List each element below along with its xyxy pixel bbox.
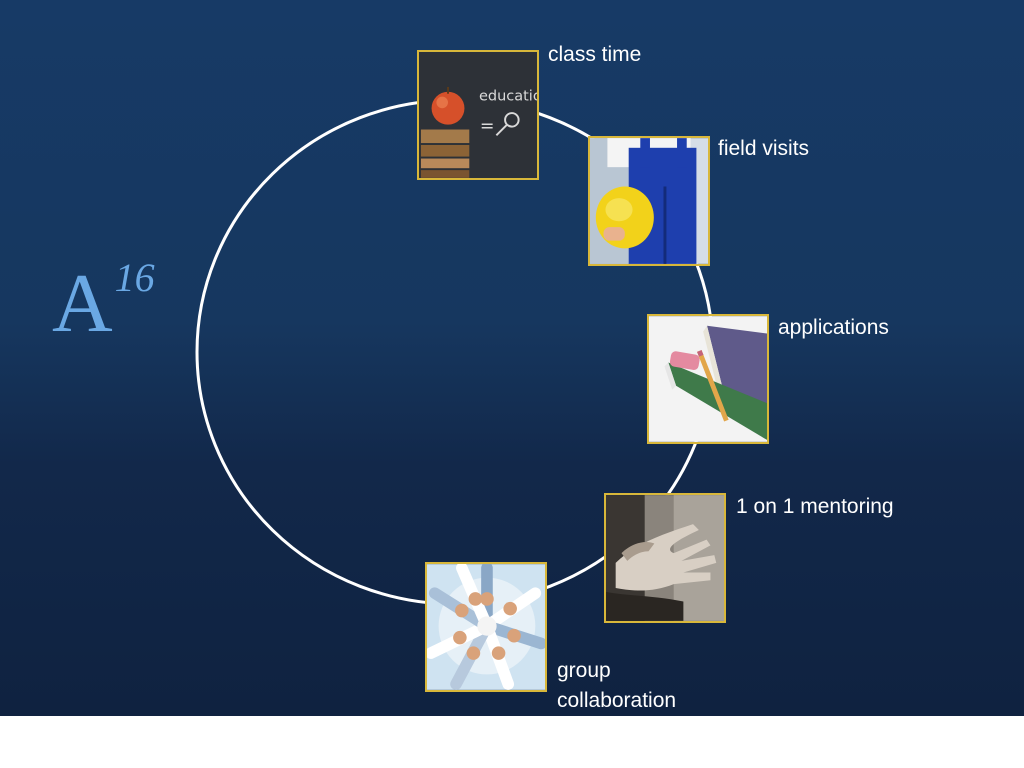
- field-visits-image: [588, 136, 710, 266]
- books-pencil-eraser-icon: [649, 316, 767, 442]
- logo-superscript: 16: [114, 255, 155, 300]
- group-collaboration-image: [425, 562, 547, 692]
- group-collaboration-label: group collaboration: [557, 659, 677, 712]
- a16-logo: A16: [52, 255, 155, 346]
- class-time-image: education =: [417, 50, 539, 180]
- team-hands-circle-icon: [427, 564, 545, 690]
- education-apple-books-icon: education =: [419, 52, 537, 178]
- chalkboard-text: education: [479, 88, 537, 104]
- mentoring-image: [604, 493, 726, 623]
- hands-mentoring-icon: [606, 495, 724, 621]
- mentoring-label: 1 on 1 mentoring: [736, 495, 894, 518]
- slide: A16 education = class time: [0, 0, 1024, 716]
- logo-letter: A: [52, 257, 113, 350]
- class-time-label: class time: [548, 43, 642, 66]
- field-visits-label: field visits: [718, 137, 810, 160]
- footer-band: [0, 716, 1024, 768]
- svg-text:=: =: [480, 116, 495, 136]
- applications-label: applications: [778, 316, 889, 339]
- hard-hat-worker-icon: [590, 138, 708, 264]
- applications-image: [647, 314, 769, 444]
